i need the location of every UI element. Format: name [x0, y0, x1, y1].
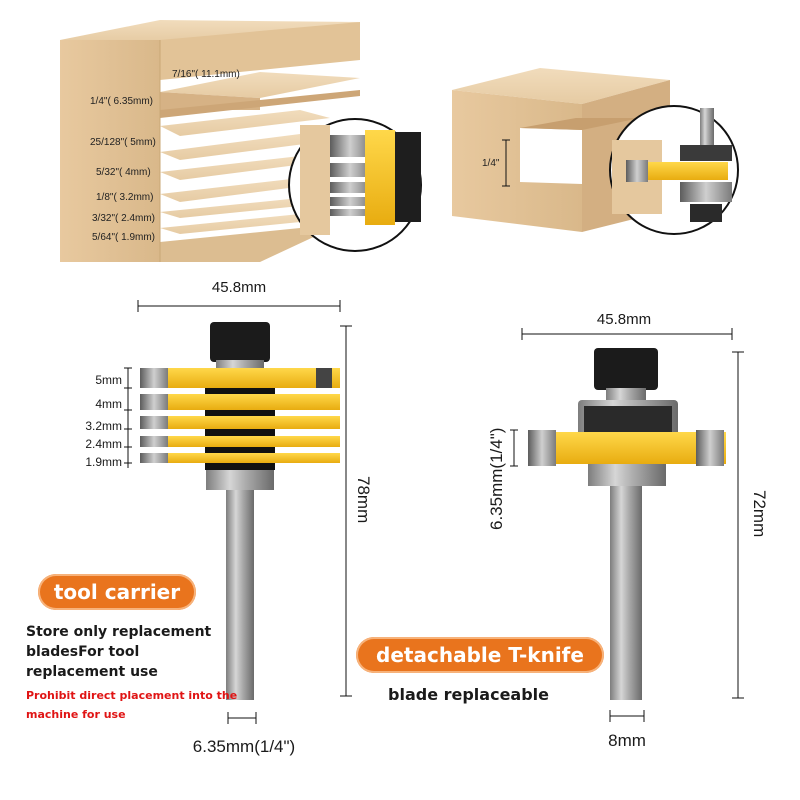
right-dimension-lines — [510, 328, 744, 722]
blade-size-4mm: 4mm — [95, 397, 122, 411]
right-height-label: 72mm — [750, 490, 769, 537]
warning-note: Prohibit direct placement into the machi… — [26, 686, 237, 724]
label-5-32: 5/32"( 4mm) — [96, 167, 151, 178]
right-shank-label: 8mm — [608, 731, 646, 750]
blade-size-1-9mm: 1.9mm — [85, 455, 122, 469]
stack-labels: 7/16"( 11.1mm) 1/4"( 6.35mm) 25/128"( 5m… — [90, 69, 240, 243]
store-note-line3: replacement use — [26, 664, 158, 680]
label-25-128: 25/128"( 5mm) — [90, 137, 156, 148]
right-width-label: 45.8mm — [597, 311, 651, 328]
label-3-32: 3/32"( 2.4mm) — [92, 213, 155, 224]
left-shank-label: 6.35mm(1/4") — [193, 737, 295, 756]
warning-note-line2: machine for use — [26, 708, 126, 721]
warning-note-line1: Prohibit direct placement into the — [26, 689, 238, 702]
slot-label: 1/4" — [482, 158, 500, 169]
label-7-16: 7/16"( 11.1mm) — [172, 69, 240, 80]
label-5-64: 5/64"( 1.9mm) — [92, 232, 155, 243]
blade-size-3-2mm: 3.2mm — [85, 419, 122, 433]
stacked-wood-block — [60, 20, 422, 262]
left-router-bit — [140, 322, 340, 700]
tool-carrier-badge: tool carrier — [38, 574, 196, 610]
t-knife-badge: detachable T-knife — [356, 637, 604, 673]
left-width-label: 45.8mm — [212, 279, 266, 296]
slotted-wood-block: 1/4" — [452, 68, 739, 235]
left-height-label: 78mm — [354, 476, 373, 523]
left-dimension-lines — [124, 300, 352, 724]
store-note-line2: bladesFor tool — [26, 644, 140, 660]
label-1-4: 1/4"( 6.35mm) — [90, 96, 153, 107]
blade-size-5mm: 5mm — [95, 373, 122, 387]
store-note-line1: Store only replacement — [26, 624, 212, 640]
blade-size-labels: 5mm 4mm 3.2mm 2.4mm 1.9mm — [85, 373, 122, 469]
right-cut-label: 6.35mm(1/4") — [487, 428, 506, 530]
right-router-bit — [528, 348, 726, 700]
blade-replaceable-note: blade replaceable — [388, 685, 550, 704]
blade-size-2-4mm: 2.4mm — [85, 437, 122, 451]
store-note: Store only replacement bladesFor tool re… — [26, 622, 211, 682]
label-1-8: 1/8"( 3.2mm) — [96, 192, 153, 203]
